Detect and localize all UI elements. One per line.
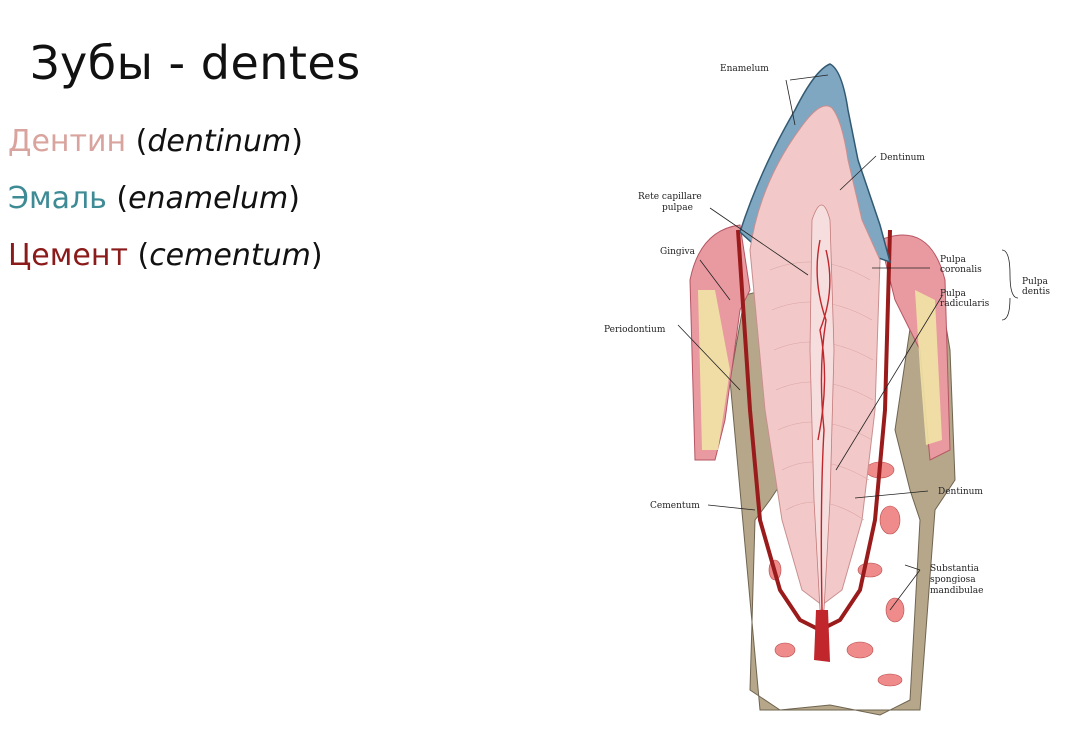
label-substantia-2: spongiosa	[930, 575, 976, 585]
label-pulpa-dentis-2: dentis	[1022, 287, 1050, 297]
label-substantia-1: Substantia	[930, 564, 980, 574]
term-cement-ru: Цемент	[8, 238, 128, 273]
term-dentin: Дентин (dentinum)	[8, 124, 303, 159]
tooth-diagram: Enamelum Dentinum Rete capillare pulpae …	[590, 50, 1070, 730]
label-periodontium: Periodontium	[604, 325, 666, 335]
label-dentinum-top: Dentinum	[880, 153, 925, 163]
term-enamel-ru: Эмаль	[8, 181, 107, 216]
label-dentinum-bottom: Dentinum	[938, 487, 983, 497]
label-rete-2: pulpae	[662, 203, 693, 213]
bone-marrow-spaces	[768, 461, 905, 687]
periosteum-left	[698, 290, 730, 450]
term-enamel-lat: enamelum	[128, 181, 289, 216]
label-pulpa-dentis-1: Pulpa	[1022, 277, 1048, 287]
term-cement: Цемент (cementum)	[8, 238, 323, 273]
label-enamelum: Enamelum	[720, 64, 769, 74]
apical-vessel	[814, 610, 830, 662]
term-enamel: Эмаль (enamelum)	[8, 181, 300, 216]
label-gingiva: Gingiva	[660, 247, 696, 257]
label-rete-1: Rete capillare	[638, 192, 702, 202]
label-pulpa-coronalis-2: coronalis	[940, 265, 982, 275]
label-pulpa-radicularis-1: Pulpa	[940, 289, 966, 299]
term-dentin-ru: Дентин	[8, 124, 127, 159]
pulp-vessels	[816, 239, 831, 651]
tooth-svg: Enamelum Dentinum Rete capillare pulpae …	[604, 63, 1050, 716]
slide-title: Зубы - dentes	[30, 36, 361, 90]
label-pulpa-radicularis-2: radicularis	[940, 299, 990, 309]
label-substantia-3: mandibulae	[930, 586, 983, 596]
term-cement-lat: cementum	[149, 238, 311, 273]
label-cementum: Cementum	[650, 501, 700, 511]
term-dentin-lat: dentinum	[147, 124, 292, 159]
label-pulpa-coronalis-1: Pulpa	[940, 255, 966, 265]
